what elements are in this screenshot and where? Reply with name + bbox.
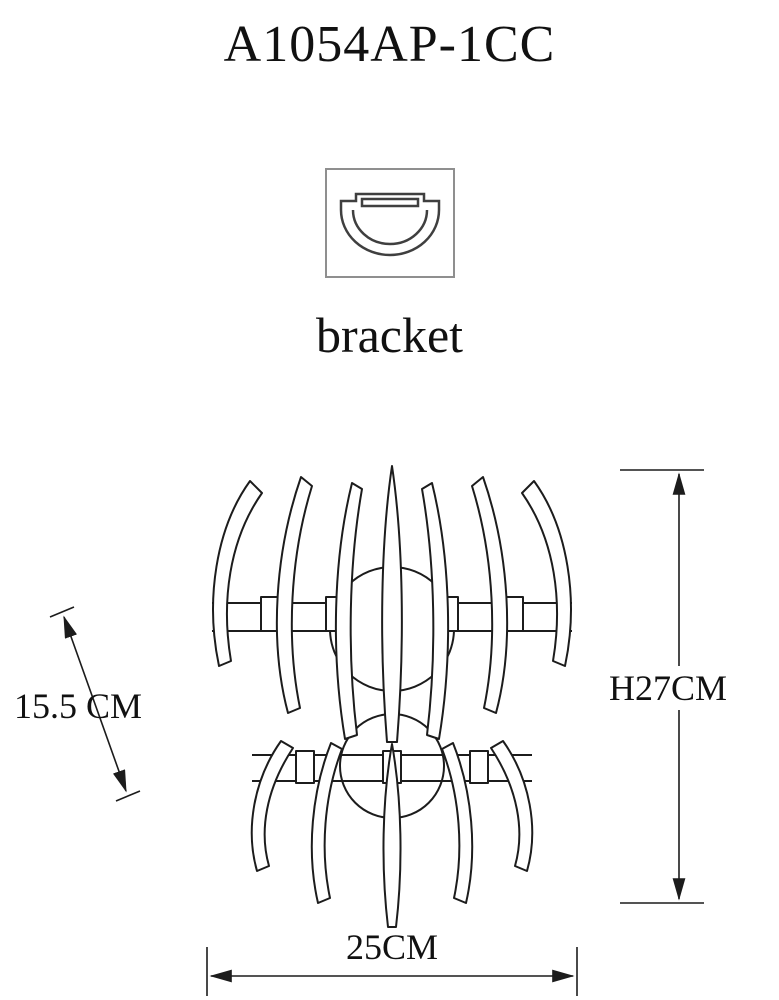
blade [441, 742, 474, 904]
depth-dimension-label: 15.5 CM [14, 686, 142, 726]
blade [471, 476, 509, 714]
bracket-label: bracket [315, 307, 464, 363]
bracket-plate-outline [339, 192, 440, 210]
dimension-tick [115, 790, 141, 802]
bracket-outer-arc [339, 209, 440, 257]
blade [490, 740, 534, 872]
blade [212, 480, 263, 667]
clip [469, 750, 489, 784]
blade [382, 743, 402, 928]
blade [334, 482, 363, 740]
dimension-arrow-line [63, 615, 127, 793]
bracket-mount-icon [339, 192, 440, 257]
height-dimension-label: H27CM [609, 668, 727, 708]
bracket-inner-arc [351, 209, 428, 246]
sconce-blades-center [381, 465, 403, 928]
width-dimension: 25CM [206, 927, 578, 996]
model-number: A1054AP-1CC [223, 16, 556, 73]
blade [250, 740, 294, 872]
dimension-tick [49, 606, 75, 618]
sconce-blades-left [212, 476, 363, 904]
sconce [212, 465, 572, 928]
width-dimension-label: 25CM [346, 927, 438, 967]
clip [295, 750, 315, 784]
sconce-blades-right [421, 476, 572, 904]
blade [381, 465, 403, 743]
bracket-icon [324, 168, 455, 278]
bracket-slot [360, 197, 419, 208]
blade [521, 480, 572, 667]
blade [275, 476, 313, 714]
label-mask [608, 666, 734, 710]
depth-dimension: 15.5 CM [14, 606, 142, 802]
blade [421, 482, 450, 740]
height-dimension: H27CM [608, 469, 734, 904]
blade [310, 742, 343, 904]
